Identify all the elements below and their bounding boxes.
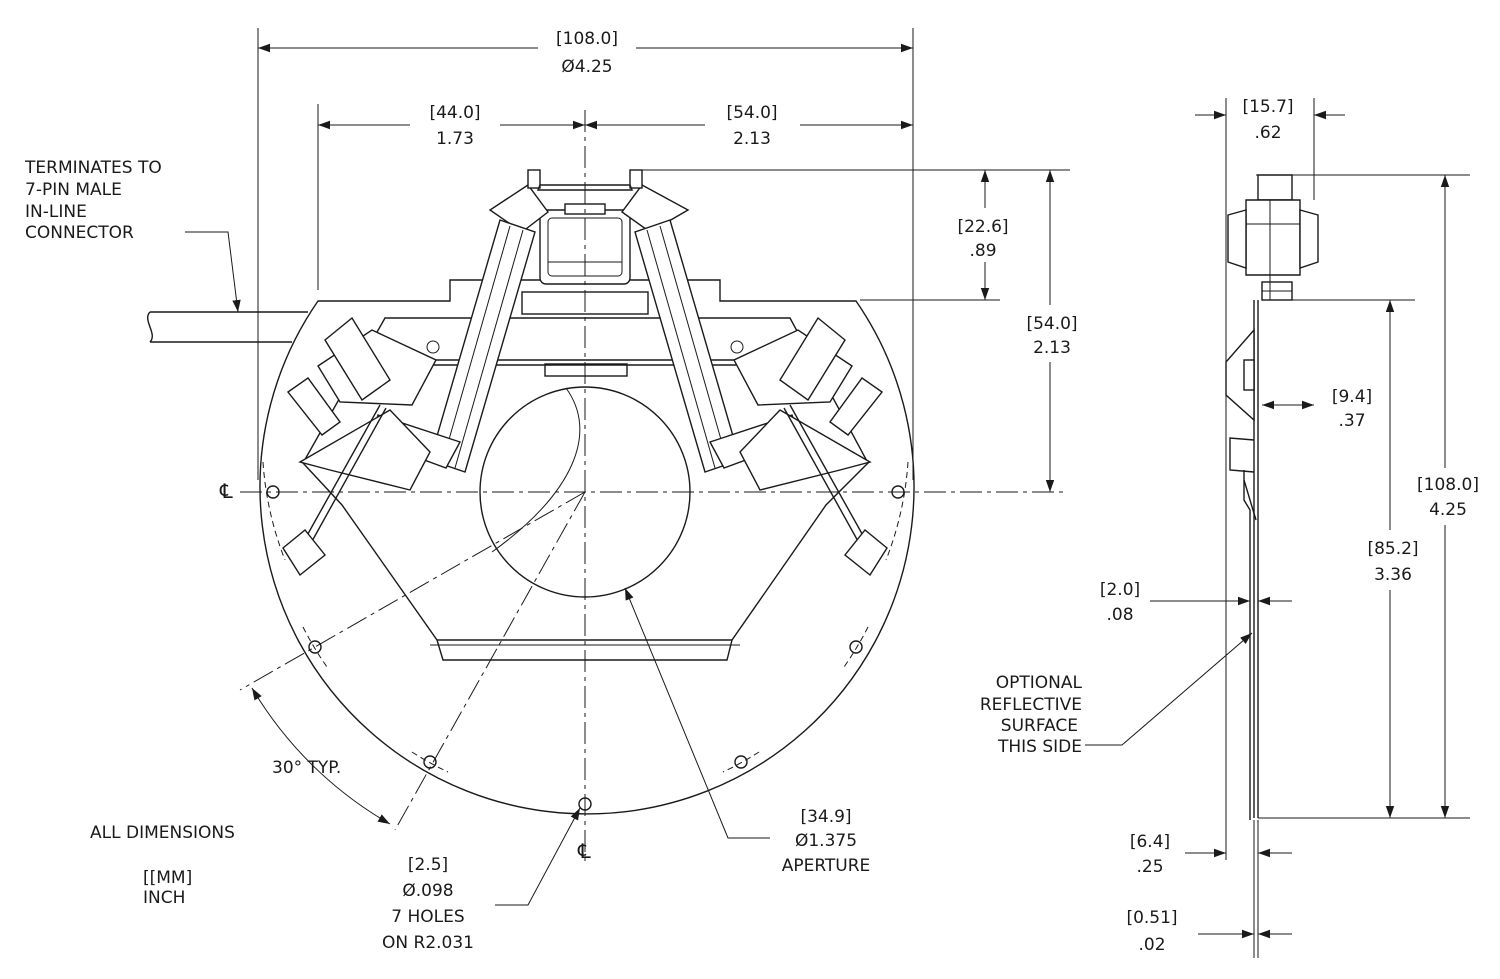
front-view: ℄ ℄ [108.0] Ø4.25 [44.0] 1.73 [54.0] 2.1… (24, 28, 1078, 953)
right-arm (634, 219, 888, 577)
hole (734, 755, 748, 769)
plate-thickness-inch: .02 (1138, 935, 1165, 955)
units-note-line3: INCH (143, 888, 185, 908)
aperture-note-line1: [34.9] (800, 807, 851, 827)
holes-note-line3: 7 HOLES (391, 907, 464, 927)
left-offset-mm: [44.0] (429, 103, 480, 123)
units-note-line1: ALL DIMENSIONS (90, 823, 235, 843)
reflective-note-line2: REFLECTIVE (980, 695, 1082, 715)
holes-note-line1: [2.5] (408, 855, 448, 875)
centerline-symbol-left: ℄ (219, 479, 233, 503)
hole (849, 640, 863, 654)
reflective-note-line1: OPTIONAL (996, 673, 1083, 693)
centerline-symbol-bottom: ℄ (577, 839, 591, 863)
overall-height-inch: 4.25 (1429, 500, 1467, 520)
thickness-top-inch: .62 (1254, 123, 1281, 143)
offset-inch: .37 (1338, 411, 1365, 431)
right-offset-inch: 2.13 (733, 129, 771, 149)
lower-height-inch: 3.36 (1374, 565, 1412, 585)
plate-thickness-mm: [0.51] (1126, 908, 1177, 928)
overall-width-inch: Ø4.25 (561, 57, 612, 77)
plate-gap-mm: [2.0] (1100, 580, 1140, 600)
holes-note-line4: ON R2.031 (382, 933, 474, 953)
cable-note-line2: 7-PIN MALE (25, 180, 122, 200)
cable-note-line1: TERMINATES TO (24, 158, 162, 178)
left-offset-inch: 1.73 (436, 129, 474, 149)
angle-note: 30° TYP. (272, 758, 341, 778)
bottom-width-mm: [6.4] (1130, 832, 1170, 852)
bottom-width-inch: .25 (1136, 857, 1163, 877)
mounting-holes (262, 461, 909, 811)
top-to-center-inch: 2.13 (1033, 338, 1071, 358)
right-offset-mm: [54.0] (726, 103, 777, 123)
thickness-top-mm: [15.7] (1242, 97, 1293, 117)
reflective-note-line3: SURFACE (1001, 716, 1078, 736)
reflective-note-line4: THIS SIDE (997, 737, 1082, 757)
mounting-plate (259, 279, 915, 815)
plate-gap-inch: .08 (1106, 605, 1133, 625)
top-step-mm: [22.6] (957, 217, 1008, 237)
aperture-note-line2: Ø1.375 (795, 831, 857, 851)
top-to-center-mm: [54.0] (1026, 314, 1077, 334)
cable-note-line3: IN-LINE (25, 202, 87, 222)
hole (308, 640, 322, 654)
overall-height-mm: [108.0] (1417, 475, 1479, 495)
side-view: [15.7] .62 [9.4] .37 [108.0] 4.25 [85.2]… (980, 97, 1479, 958)
top-step-inch: .89 (969, 241, 996, 261)
cable-note-line4: CONNECTOR (25, 223, 134, 243)
left-arm (282, 219, 536, 577)
cable (147, 311, 308, 343)
holes-note-line2: Ø.098 (402, 881, 453, 901)
lower-height-mm: [85.2] (1367, 539, 1418, 559)
overall-width-mm: [108.0] (556, 29, 618, 49)
aperture-note-line3: APERTURE (782, 856, 871, 876)
offset-mm: [9.4] (1332, 387, 1372, 407)
units-note-line2: [[MM] (143, 868, 192, 888)
